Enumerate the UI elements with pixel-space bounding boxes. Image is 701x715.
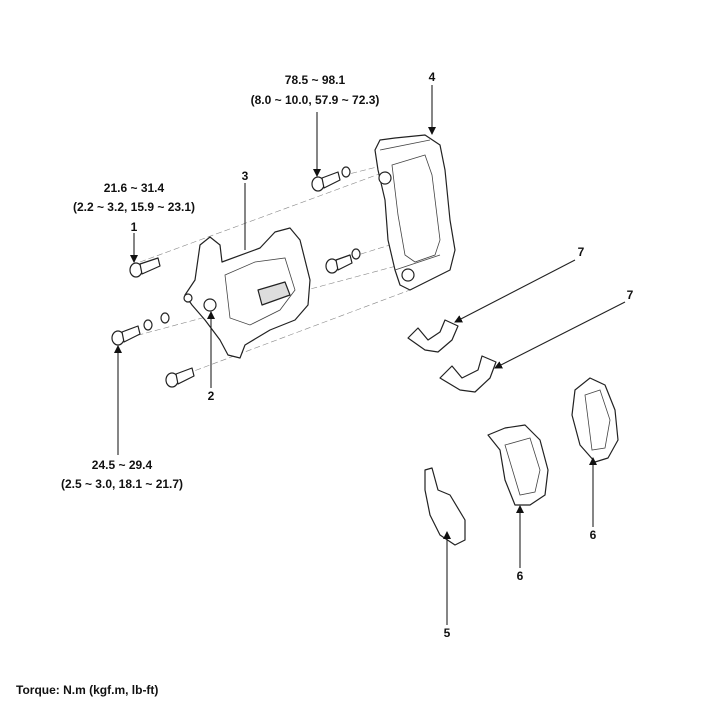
- torque-top-alt: (8.0 ~ 10.0, 57.9 ~ 72.3): [251, 93, 380, 107]
- pad-clips: [407, 319, 497, 393]
- torque-left-value: 21.6 ~ 31.4: [104, 181, 165, 195]
- caliper-bracket: [374, 134, 456, 291]
- part-number-6-middle: 6: [517, 569, 524, 583]
- leader-lines: [114, 85, 626, 625]
- bolt-lower: [111, 312, 170, 346]
- part-number-4: 4: [429, 70, 436, 84]
- caliper-body: [183, 227, 311, 359]
- bolt-1: [129, 257, 161, 278]
- torque-top-value: 78.5 ~ 98.1: [285, 73, 346, 87]
- bolts: [111, 166, 361, 388]
- brake-pads: [487, 377, 619, 506]
- bolt-top: [311, 166, 351, 192]
- bolt-mid: [325, 248, 361, 274]
- part-number-2: 2: [208, 389, 215, 403]
- part-number-7-upper: 7: [578, 245, 585, 259]
- torque-units-note: Torque: N.m (kgf.m, lb-ft): [16, 683, 158, 697]
- torque-bottom-value: 24.5 ~ 29.4: [92, 458, 153, 472]
- part-number-3: 3: [242, 169, 249, 183]
- part-number-1: 1: [131, 220, 138, 234]
- part-number-5: 5: [444, 626, 451, 640]
- bolt-bottom: [165, 367, 195, 388]
- torque-bottom-alt: (2.5 ~ 3.0, 18.1 ~ 21.7): [61, 477, 183, 491]
- part-number-7-lower: 7: [627, 288, 634, 302]
- part-number-6-right: 6: [590, 528, 597, 542]
- pad-shim: [424, 467, 466, 546]
- torque-left-alt: (2.2 ~ 3.2, 15.9 ~ 23.1): [73, 200, 195, 214]
